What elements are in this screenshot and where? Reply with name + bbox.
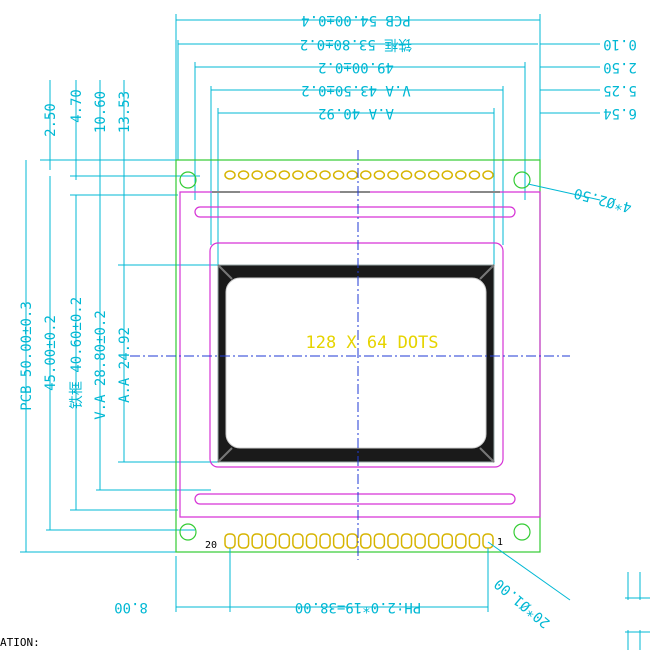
bottom-pad xyxy=(468,533,481,549)
top-pad xyxy=(278,170,291,180)
top-pad xyxy=(264,170,277,180)
mount-hole-label: 4*Ø2.50 xyxy=(572,184,633,215)
top-pad xyxy=(427,170,440,180)
top-pad xyxy=(441,170,454,180)
dim-aa-height: A.A 24.92 xyxy=(117,327,133,403)
top-pad xyxy=(251,170,263,180)
dim-va-width: V.A 43.50±0.2 xyxy=(301,82,411,98)
notes-heading: ATION: xyxy=(0,636,40,649)
top-pad xyxy=(400,170,413,180)
pin-hole-label: 20*Ø1.00 xyxy=(491,575,553,631)
pin-number-first: 1 xyxy=(497,537,503,548)
mount-hole-callout: 4*Ø2.50 xyxy=(527,183,634,215)
display-resolution-label: 128 X 64 DOTS xyxy=(305,333,438,353)
top-pad xyxy=(360,170,372,180)
pin-number-last: 20 xyxy=(205,540,217,551)
top-pad xyxy=(224,170,236,180)
center-lines xyxy=(130,150,570,560)
top-pad xyxy=(468,170,481,180)
bottom-dimension-lines xyxy=(175,548,489,612)
dim-frame-height: 铁框 40.60±0.2 xyxy=(69,297,85,409)
bottom-pad xyxy=(305,533,318,549)
top-vertical-offset-lines xyxy=(40,80,200,265)
left-dimension-lines xyxy=(20,160,218,553)
dim-right-offset-2: 5.25 xyxy=(603,82,637,98)
pin-offset-label: 8.00 xyxy=(114,599,148,615)
top-pad xyxy=(237,170,250,180)
bottom-pad xyxy=(319,533,331,549)
dim-pcb-height: PCB 50.00±0.3 xyxy=(19,301,35,411)
pin-hole-callout: 20*Ø1.00 xyxy=(487,541,571,631)
bottom-pad xyxy=(278,533,291,549)
top-pad xyxy=(373,170,386,180)
dim-right-offset-0: 0.10 xyxy=(603,36,637,52)
top-pad xyxy=(346,170,358,180)
dim-aa-width: A.A 40.92 xyxy=(318,105,394,121)
top-pad xyxy=(305,170,318,180)
dim-top-offset-0: 2.50 xyxy=(43,103,59,137)
bottom-pad xyxy=(346,533,358,549)
top-pad xyxy=(319,170,331,180)
dim-top-offset-3: 13.53 xyxy=(117,91,133,133)
cropped-side-view xyxy=(625,572,650,650)
top-vertical-offset-labels: 2.50 4.70 10.60 13.53 xyxy=(43,89,133,137)
metal-bezel xyxy=(179,191,541,518)
bottom-pad xyxy=(224,533,236,549)
bottom-pad xyxy=(441,533,454,549)
left-dimension-labels: PCB 50.00±0.3 45.00±0.2 铁框 40.60±0.2 V.A… xyxy=(19,297,133,420)
top-pad xyxy=(455,170,467,180)
dim-inner-height: 45.00±0.2 xyxy=(43,315,59,391)
top-pad xyxy=(332,170,345,180)
dim-frame-width: 铁框 53.80±0.2 xyxy=(300,36,412,52)
dim-va-height: V.A 28.80±0.2 xyxy=(93,310,109,420)
dim-inner-width: 49.00±0.2 xyxy=(318,59,394,75)
top-pad xyxy=(387,170,399,180)
top-dimension-labels: PCB 54.00±0.4 铁框 53.80±0.2 49.00±0.2 V.A… xyxy=(300,12,637,121)
top-dimension-lines xyxy=(175,14,600,265)
pin-pitch-label: PH:2.0*19=38.00 xyxy=(295,599,421,615)
dim-pcb-width: PCB 54.00±0.4 xyxy=(301,12,411,28)
bottom-pad xyxy=(482,533,494,549)
bottom-pad xyxy=(292,533,304,549)
bottom-pad xyxy=(455,533,467,549)
bottom-pad xyxy=(427,533,440,549)
top-connector-pads xyxy=(224,170,494,180)
bottom-pad xyxy=(332,533,345,549)
dim-top-offset-2: 10.60 xyxy=(93,91,109,133)
dim-top-offset-1: 4.70 xyxy=(69,89,85,123)
bottom-pad xyxy=(251,533,263,549)
dim-right-offset-1: 2.50 xyxy=(603,59,637,75)
dim-right-offset-3: 6.54 xyxy=(603,105,637,121)
bottom-pad xyxy=(387,533,399,549)
bottom-connector-pads xyxy=(224,533,494,549)
top-pad xyxy=(482,170,494,180)
bottom-pad xyxy=(414,533,426,549)
top-pad xyxy=(414,170,426,180)
bottom-pad xyxy=(400,533,413,549)
top-pad xyxy=(292,170,304,180)
bottom-pad xyxy=(237,533,250,549)
active-area xyxy=(217,264,495,463)
bottom-pad xyxy=(264,533,277,549)
bottom-pad xyxy=(373,533,386,549)
bottom-pad xyxy=(360,533,372,549)
